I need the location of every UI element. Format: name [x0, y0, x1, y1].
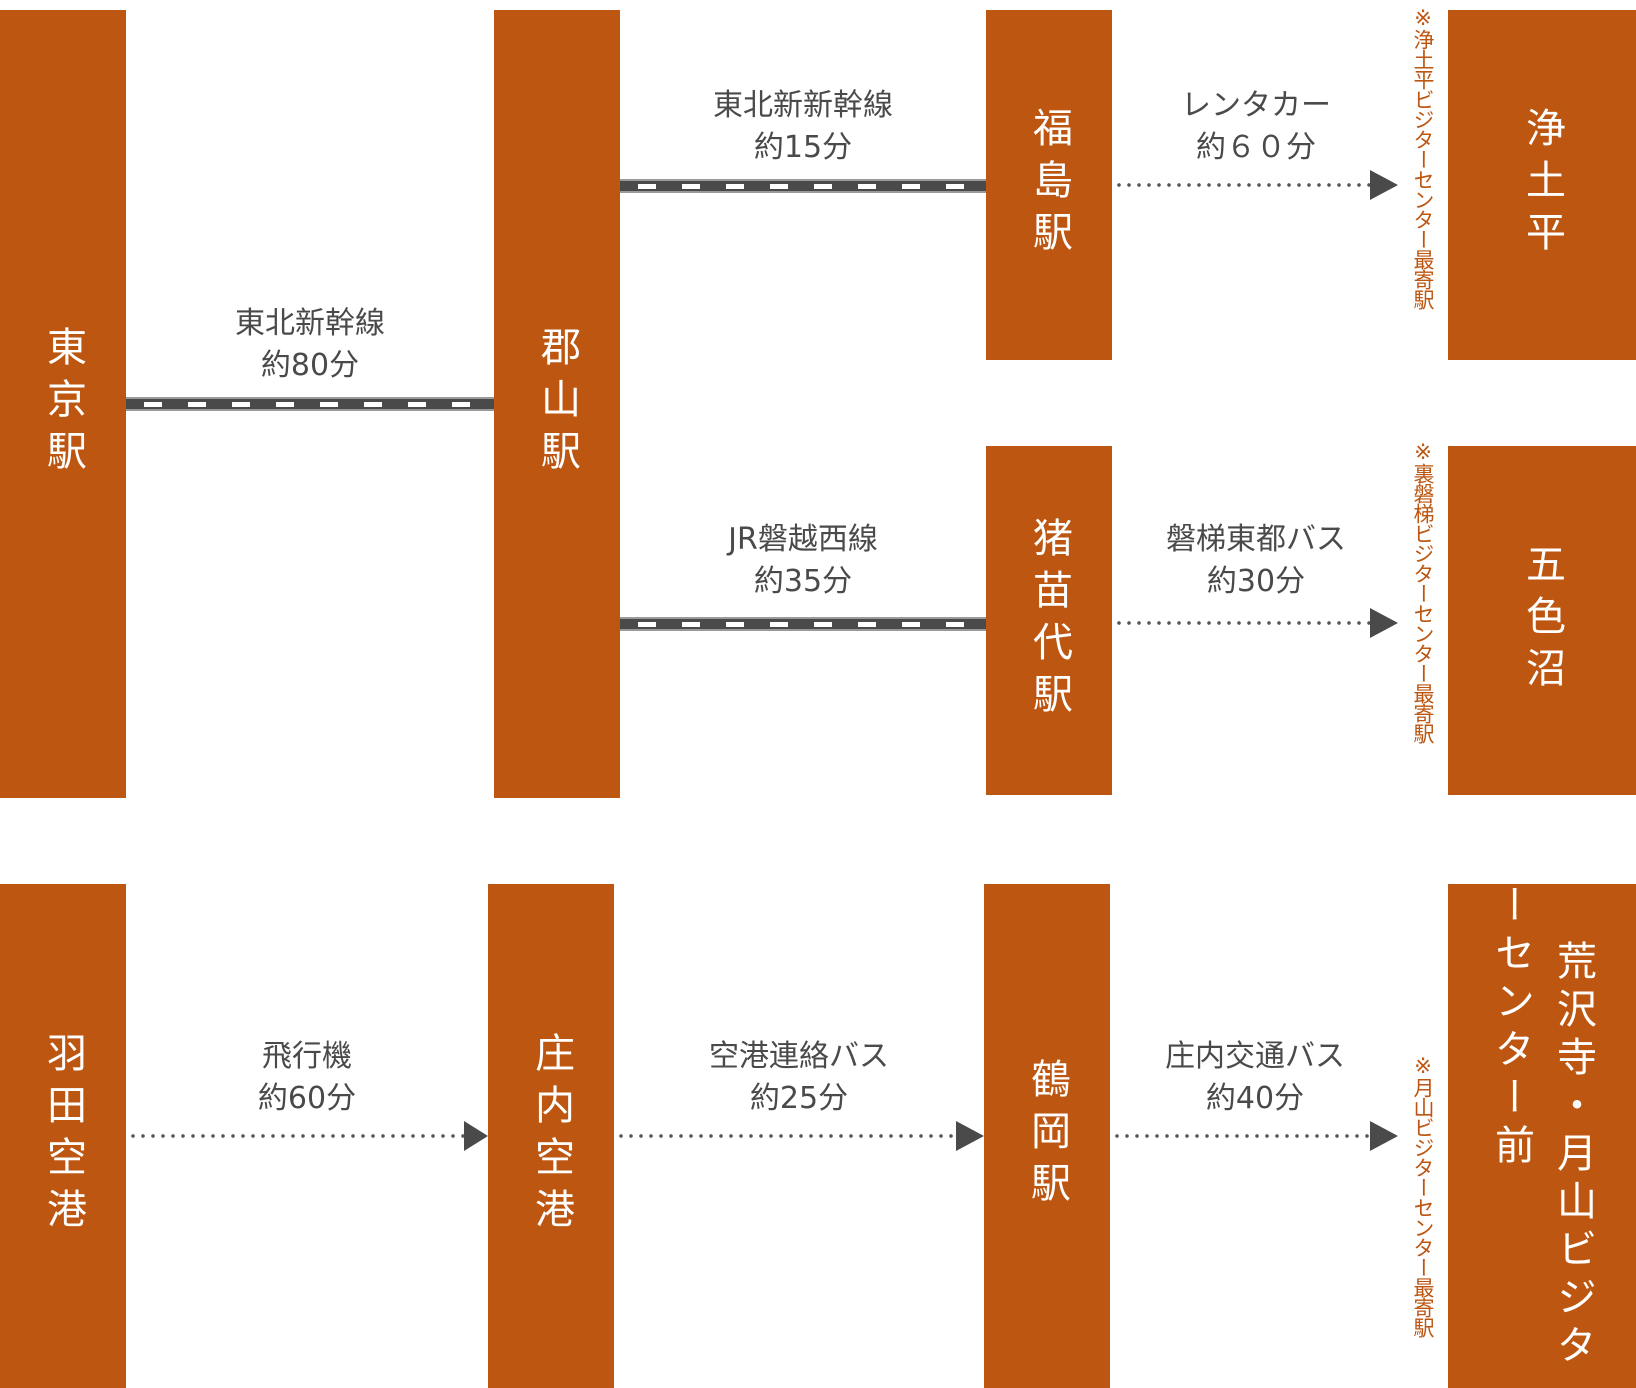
dotted-line-tsuruoka-gassan — [1112, 1134, 1370, 1138]
route-shonai-tsuruoka-label: 空港連絡バス 約25分 — [614, 1036, 984, 1120]
station-gassan-line2: ビジターセンター前 — [1488, 884, 1596, 1372]
route-time: 約30分 — [1206, 564, 1306, 599]
station-inawashiro-label: 猪苗代駅 — [1026, 516, 1072, 725]
station-gassan-line1: 荒沢寺・月山 — [1550, 940, 1596, 1228]
station-gassan-visitor-center: 荒沢寺・月山ビジターセンター前 — [1448, 884, 1636, 1388]
route-haneda-shonai-label: 飛行機 約60分 — [126, 1036, 488, 1120]
route-time: 約35分 — [753, 564, 853, 599]
route-mode: 東北新新幹線 — [713, 88, 893, 123]
route-koriyama-fukushima-label: 東北新新幹線 約15分 — [620, 85, 986, 169]
route-time: 約６０分 — [1196, 130, 1316, 165]
route-mode: JR磐越西線 — [728, 522, 878, 557]
station-goshikinuma-label: 五色沼 — [1519, 542, 1565, 699]
note-goshikinuma: ※裏磐梯ビジターセンター最寄駅 — [1411, 440, 1435, 743]
rail-line-tokyo-koriyama — [126, 397, 494, 411]
station-gassan-label: 荒沢寺・月山ビジターセンター前 — [1480, 884, 1604, 1388]
route-time: 約40分 — [1205, 1081, 1305, 1116]
station-inawashiro: 猪苗代駅 — [986, 446, 1112, 795]
route-time: 約25分 — [749, 1081, 849, 1116]
station-goshikinuma: 五色沼 — [1448, 446, 1636, 795]
note-jododaira: ※浄土平ビジターセンター最寄駅 — [1411, 6, 1435, 309]
station-koriyama: 郡山駅 — [494, 10, 620, 798]
station-jododaira-label: 浄土平 — [1519, 107, 1565, 263]
route-inawashiro-goshikinuma-label: 磐梯東都バス 約30分 — [1112, 519, 1400, 603]
station-tokyo: 東京駅 — [0, 10, 126, 798]
rail-line-koriyama-inawashiro — [620, 617, 986, 631]
station-fukushima-label: 福島駅 — [1026, 107, 1072, 263]
station-tsuruoka: 鶴岡駅 — [984, 884, 1110, 1388]
route-tsuruoka-gassan-label: 庄内交通バス 約40分 — [1110, 1036, 1400, 1120]
station-tokyo-label: 東京駅 — [40, 326, 86, 482]
route-mode: 空港連絡バス — [709, 1039, 889, 1074]
route-mode: 庄内交通バス — [1165, 1039, 1345, 1074]
route-tokyo-koriyama-label: 東北新幹線 約80分 — [126, 303, 494, 387]
route-mode: レンタカー — [1181, 88, 1331, 123]
dotted-line-inawashiro-goshikinuma — [1114, 621, 1370, 625]
rail-line-koriyama-fukushima — [620, 179, 986, 193]
route-time: 約15分 — [753, 130, 853, 165]
station-shonai-airport: 庄内空港 — [488, 884, 614, 1388]
dotted-line-haneda-shonai — [128, 1134, 466, 1138]
route-time: 約60分 — [257, 1081, 357, 1116]
station-haneda: 羽田空港 — [0, 884, 126, 1388]
route-mode: 磐梯東都バス — [1166, 522, 1346, 557]
arrow-right-icon — [464, 1121, 488, 1151]
route-mode: 飛行機 — [262, 1039, 352, 1074]
route-mode: 東北新幹線 — [235, 306, 385, 341]
note-gassan: ※月山ビジターセンター最寄駅 — [1411, 1054, 1435, 1337]
route-koriyama-inawashiro-label: JR磐越西線 約35分 — [620, 519, 986, 603]
station-koriyama-label: 郡山駅 — [534, 326, 580, 482]
arrow-right-icon — [956, 1121, 984, 1151]
station-jododaira: 浄土平 — [1448, 10, 1636, 360]
station-shonai-airport-label: 庄内空港 — [528, 1032, 574, 1240]
arrow-right-icon — [1370, 1121, 1398, 1151]
dotted-line-shonai-tsuruoka — [616, 1134, 956, 1138]
station-fukushima: 福島駅 — [986, 10, 1112, 360]
route-fukushima-jododaira-label: レンタカー 約６０分 — [1112, 85, 1400, 169]
dotted-line-fukushima-jododaira — [1114, 183, 1370, 187]
station-tsuruoka-label: 鶴岡駅 — [1024, 1058, 1070, 1214]
route-time: 約80分 — [260, 348, 360, 383]
arrow-right-icon — [1370, 608, 1398, 638]
arrow-right-icon — [1370, 170, 1398, 200]
station-haneda-label: 羽田空港 — [40, 1032, 86, 1240]
